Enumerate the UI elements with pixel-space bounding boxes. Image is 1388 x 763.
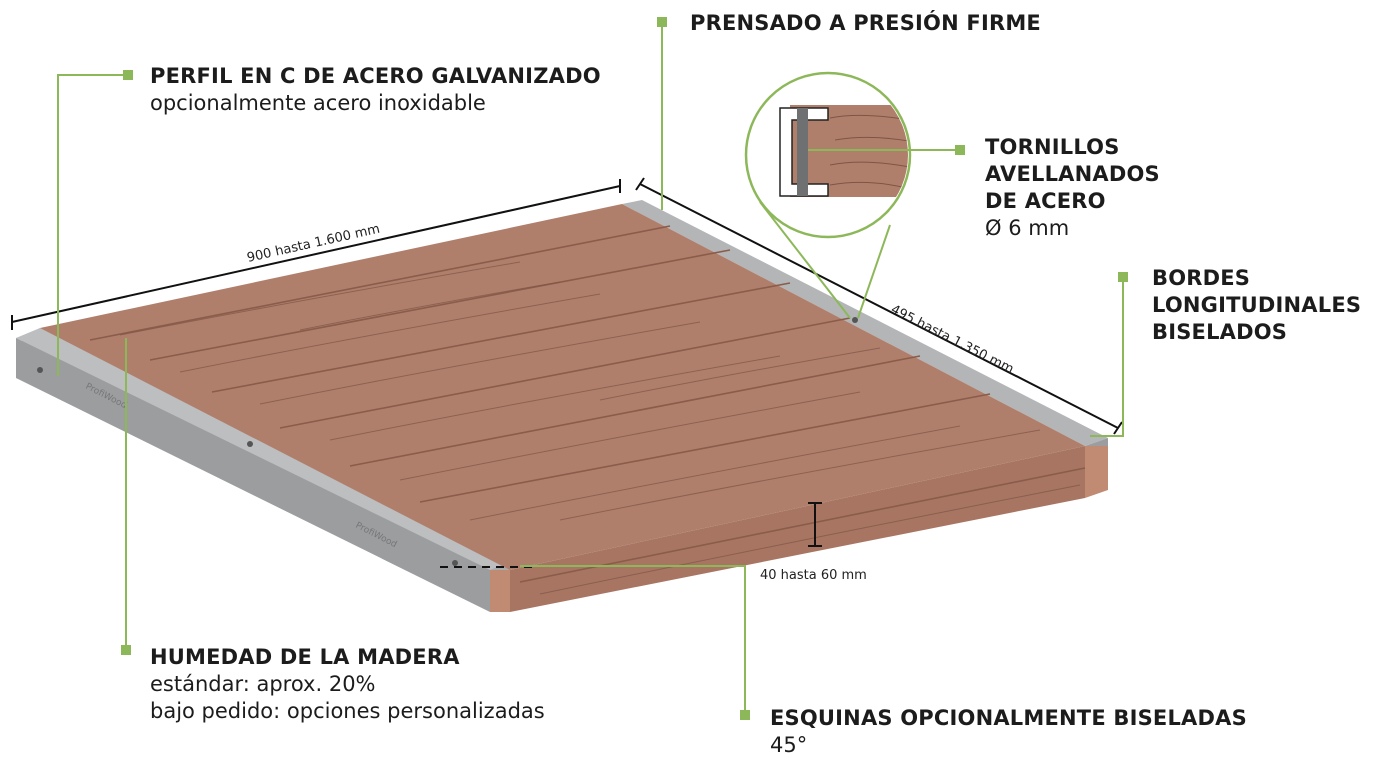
bordes-title-l2: LONGITUDINALES <box>1152 292 1362 317</box>
width-dimension <box>635 177 1123 435</box>
length-dimension <box>11 179 621 330</box>
leader-lines <box>57 22 1124 715</box>
board-seams <box>89 225 1086 583</box>
esquinas-subtitle: 45° <box>770 732 808 757</box>
prensado-title: PRENSADO A PRESIÓN FIRME <box>690 11 1041 35</box>
detail-magnifier <box>744 71 912 319</box>
esquinas-title: ESQUINAS OPCIONALMENTE BISELADAS <box>770 706 1247 730</box>
callout-esquinas: ESQUINAS OPCIONALMENTE BISELADAS 45° <box>770 705 1247 759</box>
wood-end-face <box>490 570 510 612</box>
thickness-dimension <box>808 502 822 547</box>
callout-tornillos: TORNILLOS AVELLANADOS DE ACERO Ø 6 mm <box>985 134 1160 242</box>
callout-humedad: HUMEDAD DE LA MADERA estándar: aprox. 20… <box>150 644 545 725</box>
callout-bordes: BORDES LONGITUDINALES BISELADOS <box>1152 265 1361 346</box>
leader-markers <box>121 17 1128 720</box>
tornillos-title-l2: AVELLANADOS <box>985 161 1160 186</box>
perfil-subtitle: opcionalmente acero inoxidable <box>150 90 486 115</box>
perfil-title: PERFIL EN C DE ACERO GALVANIZADO <box>150 64 601 88</box>
tornillos-subtitle: Ø 6 mm <box>985 215 1070 240</box>
bordes-title-l1: BORDES <box>1152 266 1251 290</box>
tornillos-title-l3: DE ACERO <box>985 188 1106 213</box>
callout-perfil: PERFIL EN C DE ACERO GALVANIZADO opciona… <box>150 63 601 117</box>
steel-c-profile: ProfiWood ProfiWood <box>16 328 510 612</box>
callout-prensado: PRENSADO A PRESIÓN FIRME <box>690 10 1041 37</box>
tornillos-title-l1: TORNILLOS <box>985 135 1120 159</box>
humedad-line2: bajo pedido: opciones personalizadas <box>150 698 545 723</box>
thickness-label: 40 hasta 60 mm <box>760 568 867 583</box>
humedad-title: HUMEDAD DE LA MADERA <box>150 645 460 669</box>
bordes-title-l3: BISELADOS <box>1152 319 1288 344</box>
wood-grain <box>119 261 1081 595</box>
humedad-line1: estándar: aprox. 20% <box>150 671 376 696</box>
wood-top-surface <box>40 204 1085 570</box>
